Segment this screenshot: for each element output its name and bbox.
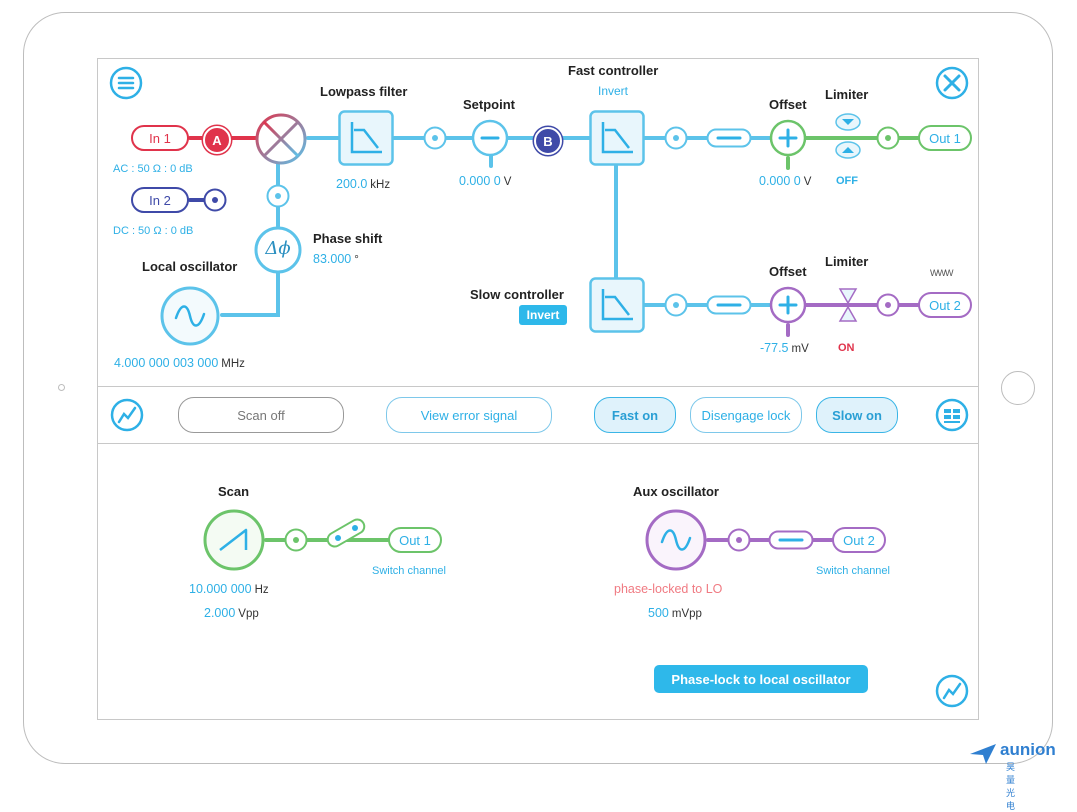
- limiter1-state[interactable]: OFF: [836, 175, 858, 187]
- disengage-lock-button[interactable]: Disengage lock: [690, 397, 802, 433]
- scan-title: Scan: [218, 484, 250, 499]
- scan-out-port[interactable]: Out 1: [388, 527, 442, 553]
- limiter1-title: Limiter: [825, 87, 869, 102]
- in2-node[interactable]: [203, 188, 227, 212]
- aux-switch[interactable]: [768, 530, 814, 550]
- slow-controller-invert[interactable]: Invert: [519, 305, 567, 325]
- subtract-icon[interactable]: [471, 119, 509, 157]
- signal-path-lines: [188, 136, 922, 542]
- fast-controller-invert[interactable]: Invert: [598, 84, 629, 98]
- lo-node[interactable]: [266, 184, 290, 208]
- out1-node[interactable]: [876, 126, 900, 150]
- mixer-icon[interactable]: [254, 112, 308, 166]
- aux-status: phase-locked to LO: [614, 582, 723, 596]
- aux-node[interactable]: [727, 528, 751, 552]
- graph-icon-bottom[interactable]: [935, 674, 969, 708]
- aux-switch-channel[interactable]: Switch channel: [816, 565, 890, 577]
- phase-shift-value[interactable]: 83.000°: [313, 252, 359, 266]
- app-screen: [97, 58, 979, 720]
- scan-switch[interactable]: [322, 514, 368, 550]
- slow-on-button[interactable]: Slow on: [816, 397, 898, 433]
- fast-gain-switch[interactable]: [706, 128, 752, 148]
- view-error-signal-button[interactable]: View error signal: [386, 397, 552, 433]
- offset2-title: Offset: [769, 264, 807, 279]
- aux-title: Aux oscillator: [633, 484, 719, 499]
- sine-wave-icon[interactable]: [159, 285, 221, 347]
- scan-node[interactable]: [284, 528, 308, 552]
- setpoint-title: Setpoint: [463, 97, 515, 112]
- limiter2-icon[interactable]: [834, 283, 862, 327]
- fast-on-button[interactable]: Fast on: [594, 397, 676, 433]
- divider-bottom: [98, 443, 978, 444]
- divider-top: [98, 386, 978, 387]
- marker-a[interactable]: A: [203, 126, 231, 154]
- limiter2-title: Limiter: [825, 254, 869, 269]
- lowpass-title: Lowpass filter: [320, 84, 408, 99]
- brand-sub: 昊量光电: [1006, 762, 1016, 811]
- out2-node[interactable]: [876, 293, 900, 317]
- marker-b[interactable]: B: [534, 127, 562, 155]
- add2-icon[interactable]: [769, 286, 807, 324]
- phase-shift-title: Phase shift: [313, 231, 383, 246]
- local-oscillator-title: Local oscillator: [142, 259, 238, 274]
- brand-name: aunion: [1000, 740, 1056, 759]
- aux-sine-icon[interactable]: [644, 508, 708, 572]
- in2-coupling[interactable]: DC : 50 Ω : 0 dB: [113, 225, 194, 237]
- scan-switch-channel[interactable]: Switch channel: [372, 565, 446, 577]
- phase-shift-symbol: Δϕ: [265, 238, 291, 259]
- in1-coupling[interactable]: AC : 50 Ω : 0 dB: [113, 163, 193, 175]
- out1-port[interactable]: Out 1: [918, 125, 972, 151]
- aux-out-port[interactable]: Out 2: [832, 527, 886, 553]
- lowpass-node[interactable]: [423, 126, 447, 150]
- slow-node[interactable]: [664, 293, 688, 317]
- offset1-title: Offset: [769, 97, 807, 112]
- slow-controller-title: Slow controller: [470, 287, 564, 302]
- slow-controller-icon[interactable]: [589, 277, 645, 333]
- limiter2-state[interactable]: ON: [838, 342, 855, 354]
- in2-port[interactable]: In 2: [131, 187, 189, 213]
- tools-icon[interactable]: [935, 66, 969, 100]
- add1-icon[interactable]: [769, 119, 807, 157]
- out2-port[interactable]: Out 2: [918, 292, 972, 318]
- fast-node[interactable]: [664, 126, 688, 150]
- scan-off-button[interactable]: Scan off: [178, 397, 344, 433]
- graph-icon[interactable]: [110, 398, 144, 432]
- phase-lock-button[interactable]: Phase-lock to local oscillator: [654, 665, 868, 693]
- home-button[interactable]: [1001, 371, 1035, 405]
- fast-controller-icon[interactable]: [589, 110, 645, 166]
- limiter1-icon[interactable]: [834, 110, 862, 162]
- phase-shift-icon[interactable]: Δϕ: [253, 225, 303, 275]
- slow-gain-switch[interactable]: [706, 295, 752, 315]
- wave-icon: WWW: [930, 268, 954, 278]
- lowpass-filter-icon[interactable]: [338, 110, 394, 166]
- in1-port[interactable]: In 1: [131, 125, 189, 151]
- camera: [58, 384, 65, 391]
- grid-icon[interactable]: [935, 398, 969, 432]
- fast-controller-title: Fast controller: [568, 63, 659, 78]
- menu-icon[interactable]: [109, 66, 143, 100]
- sawtooth-icon[interactable]: [202, 508, 266, 572]
